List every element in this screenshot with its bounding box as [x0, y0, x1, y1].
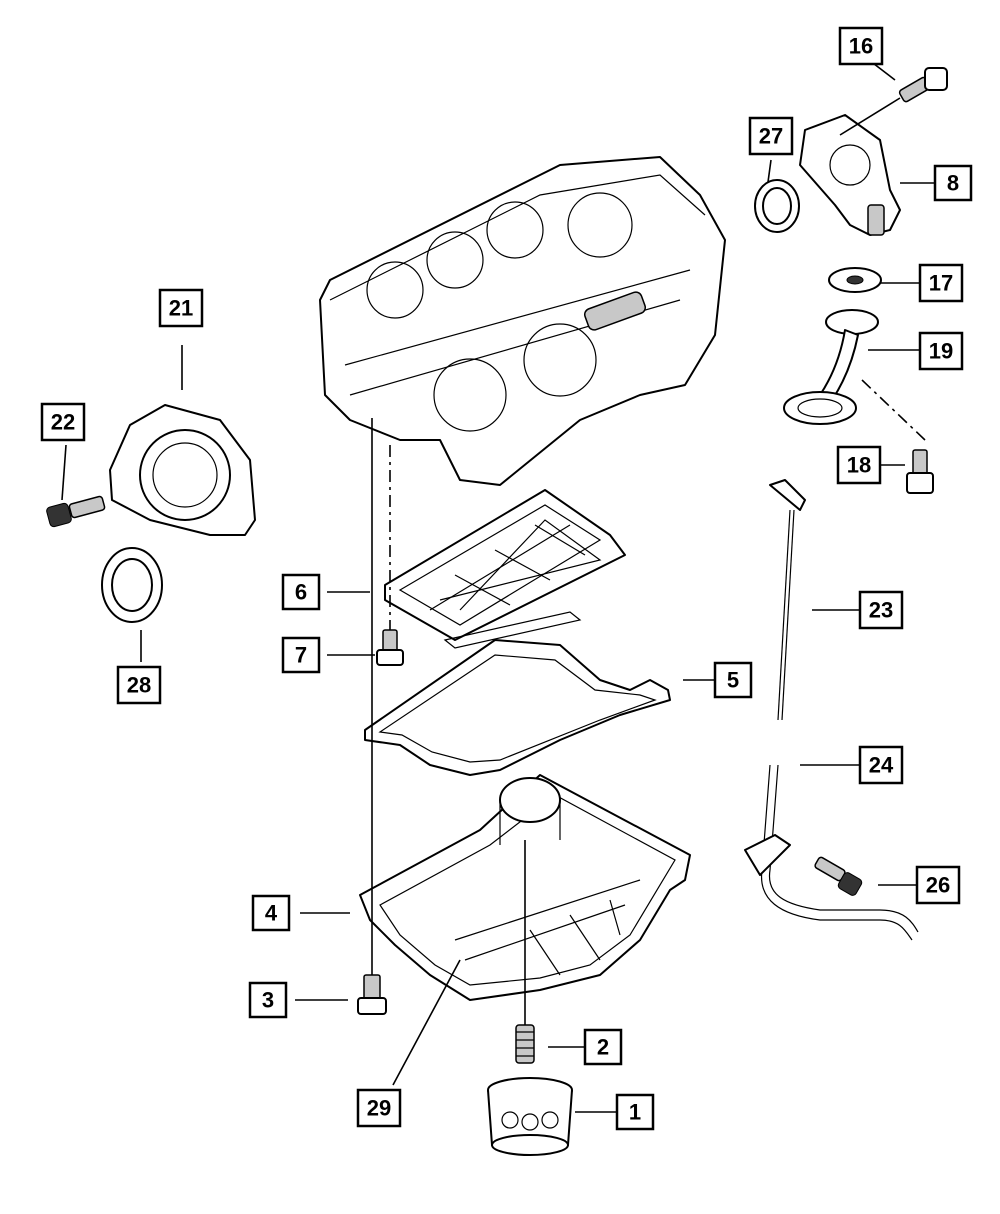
oil-pan-gasket-illustration	[364, 639, 671, 776]
callout-28-label: 28	[127, 673, 151, 698]
callout-19-label: 19	[929, 339, 953, 364]
windage-tray-illustration	[384, 489, 626, 641]
callout-19: 19	[918, 331, 964, 371]
callout-26-label: 26	[926, 873, 950, 898]
callout-28: 28	[116, 665, 162, 705]
drain-stud-illustration	[515, 840, 535, 1064]
callout-18: 18	[836, 445, 882, 485]
callout-22-label: 22	[51, 410, 75, 435]
callout-21-label: 21	[169, 296, 193, 321]
callout-7: 7	[281, 636, 321, 674]
bolt-18-illustration	[906, 449, 934, 494]
callout-22: 22	[40, 402, 86, 442]
callout-16: 16	[838, 26, 884, 66]
callout-7-label: 7	[295, 643, 307, 668]
callout-6: 6	[281, 573, 321, 611]
rear-seal-retainer-illustration	[109, 404, 256, 536]
callout-23-label: 23	[869, 598, 893, 623]
bolt-3-illustration	[357, 974, 387, 1015]
callout-24: 24	[858, 745, 904, 785]
dipstick-tube-illustration	[744, 764, 919, 941]
dipstick-illustration	[769, 479, 806, 721]
callout-5-label: 5	[727, 668, 739, 693]
callout-8: 8	[933, 164, 973, 202]
seal-27-illustration	[754, 179, 800, 233]
oil-filter-illustration	[487, 1077, 573, 1156]
oring-17-illustration	[828, 267, 882, 293]
callout-21: 21	[158, 288, 204, 328]
tray-gasket-illustration	[443, 611, 582, 649]
callout-6-label: 6	[295, 580, 307, 605]
callout-23: 23	[858, 590, 904, 630]
callout-3-label: 3	[262, 988, 274, 1013]
callout-3: 3	[248, 981, 288, 1019]
bolt-16-illustration	[839, 67, 948, 136]
callout-27-label: 27	[759, 124, 783, 149]
oil-pump-illustration	[799, 114, 901, 236]
callout-16-label: 16	[849, 34, 873, 59]
bolt-7-illustration	[376, 445, 404, 666]
callout-27: 27	[748, 116, 794, 156]
callout-4: 4	[251, 894, 291, 932]
callout-8-label: 8	[947, 171, 959, 196]
callout-24-label: 24	[869, 753, 894, 778]
callout-29-label: 29	[367, 1096, 391, 1121]
callout-29: 29	[356, 1088, 402, 1128]
bolt-22-illustration	[46, 495, 106, 528]
bolt-26-illustration	[814, 856, 863, 896]
callout-2-label: 2	[597, 1035, 609, 1060]
callout-2: 2	[583, 1028, 623, 1066]
callout-17-label: 17	[929, 271, 953, 296]
callout-4-label: 4	[265, 901, 278, 926]
callout-5: 5	[713, 661, 753, 699]
callout-18-label: 18	[847, 453, 871, 478]
callout-17: 17	[918, 263, 964, 303]
callout-1: 1	[615, 1093, 655, 1131]
callout-26: 26	[915, 865, 961, 905]
leader-29	[392, 959, 461, 1086]
pickup-tube-illustration	[783, 309, 926, 441]
callout-1-label: 1	[629, 1100, 641, 1125]
engine-block-illustration	[319, 156, 726, 486]
seal-28-illustration	[101, 547, 163, 623]
